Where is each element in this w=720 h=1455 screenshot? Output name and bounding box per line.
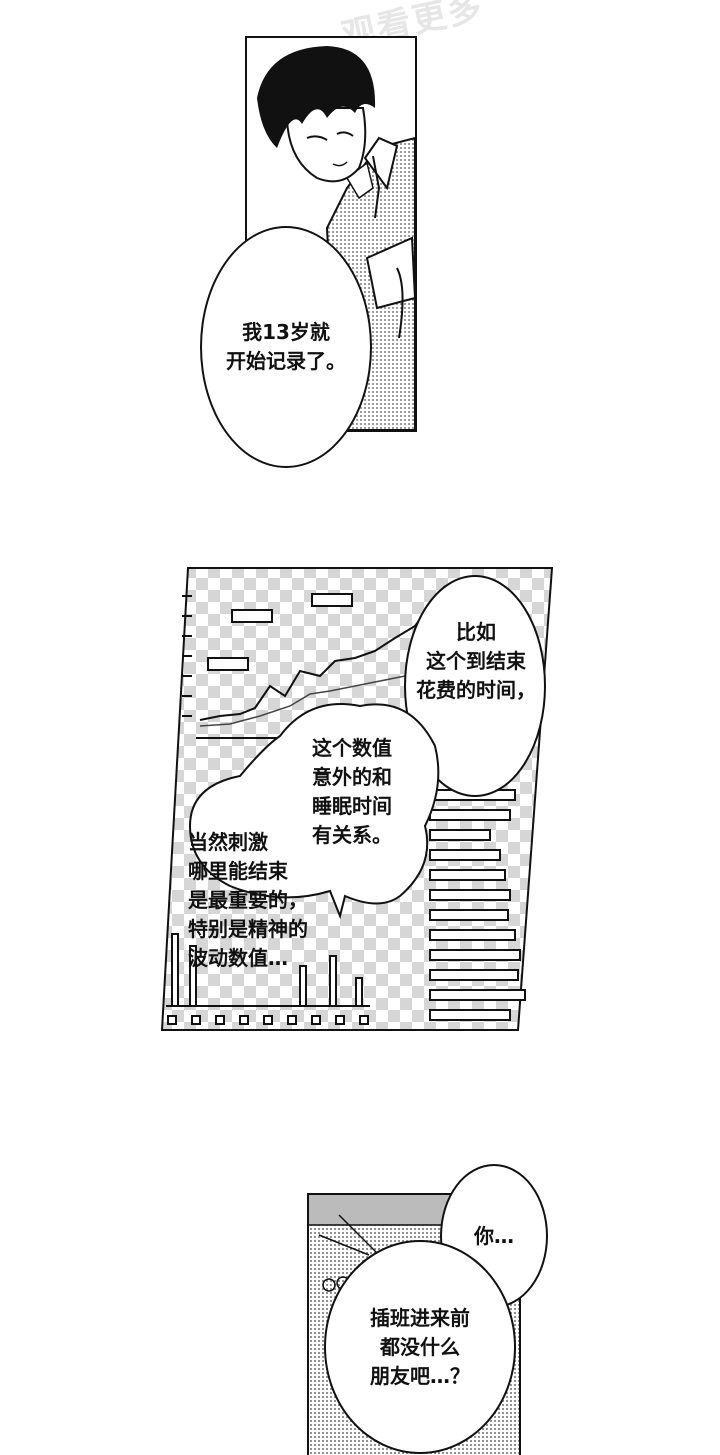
speech-text-2c: 当然刺激 哪里能结束 是最重要的， 特别是精神的 波动数值… — [188, 830, 308, 970]
chart-illustration — [160, 567, 554, 1031]
speech-bubble-1: 我13岁就 开始记录了。 — [200, 226, 372, 468]
speech-text-3a: 你… — [474, 1223, 514, 1248]
speech-text-3b: 插班进来前 都没什么 朋友吧…？ — [370, 1305, 470, 1388]
speech-text-1: 我13岁就 开始记录了。 — [226, 320, 346, 373]
speech-text-2a: 比如 这个到结束 花费的时间， — [416, 620, 536, 702]
speech-text-2b: 这个数值 意外的和 睡眠时间 有关系。 — [312, 736, 392, 847]
panel-data-chart: 比如 这个到结束 花费的时间， 这个数值 意外的和 睡眠时间 有关系。 当然刺激… — [160, 566, 554, 1034]
speech-bubble-3b: 插班进来前 都没什么 朋友吧…？ — [324, 1240, 516, 1454]
